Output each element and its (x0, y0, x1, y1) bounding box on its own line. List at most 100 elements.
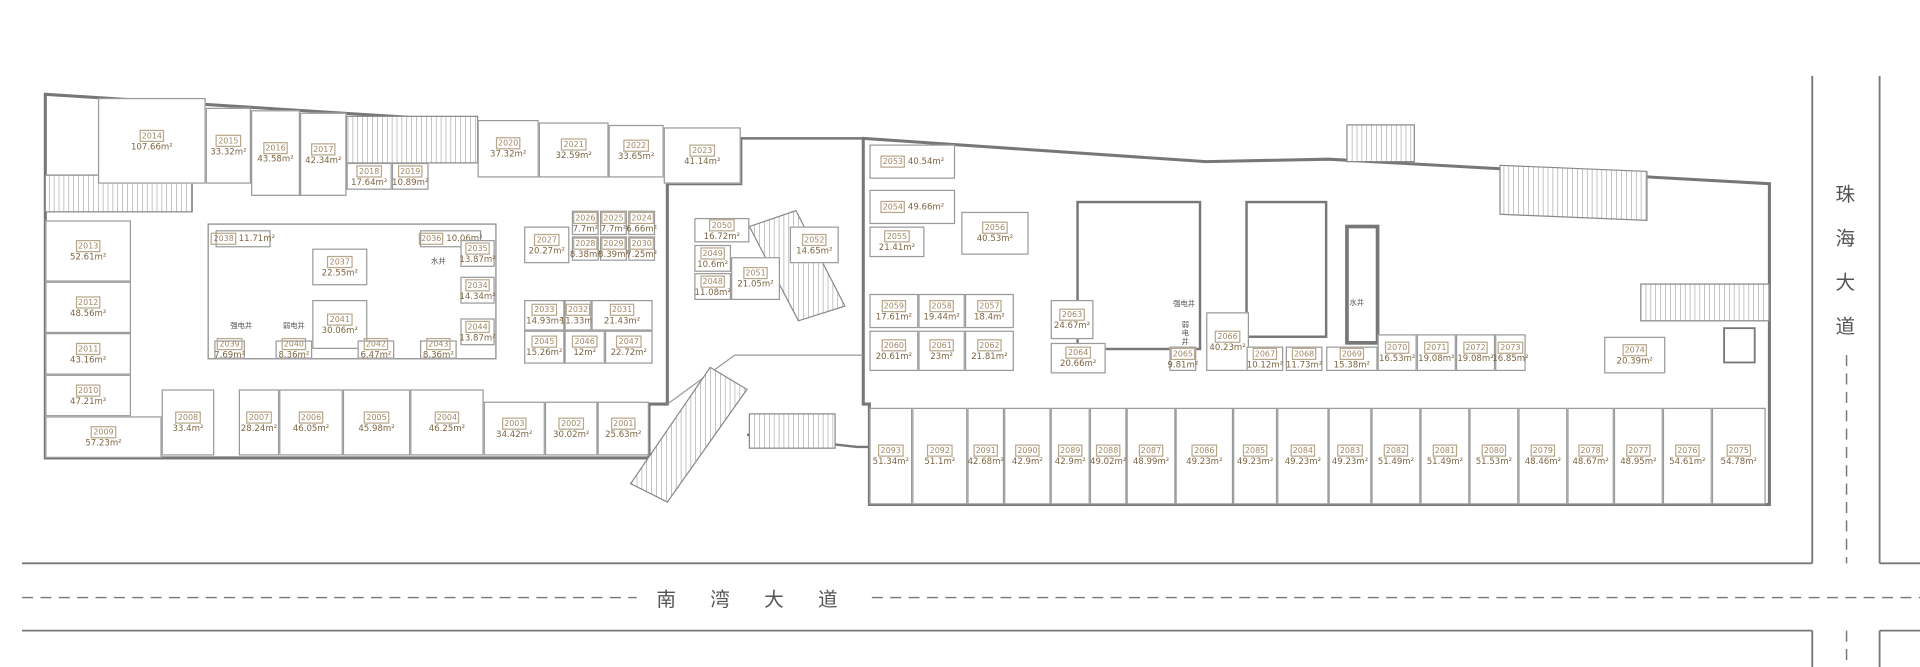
room-area: 49.02m² (1090, 456, 1127, 467)
room-area: 51.49m² (1426, 456, 1464, 467)
escalator (748, 209, 846, 322)
room-area: 8.38m² (569, 249, 601, 259)
room-area: 46.25m² (428, 423, 466, 433)
room-area: 11.08m² (694, 287, 731, 297)
room-area: 7.69m² (214, 350, 246, 361)
room-area: 7.7m² (572, 223, 599, 234)
room-number: 2039 (217, 337, 243, 351)
